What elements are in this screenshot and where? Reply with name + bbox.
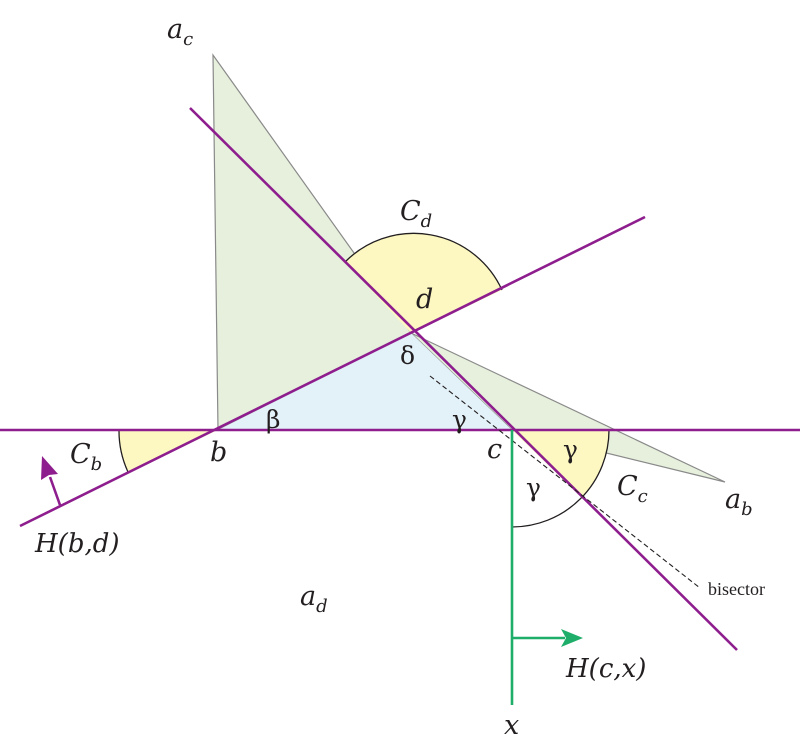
arc-C_c bbox=[511, 429, 610, 528]
label-a_b: ab bbox=[725, 484, 753, 520]
label-b: b bbox=[210, 437, 227, 468]
arc-C_b bbox=[118, 429, 129, 473]
arrow-H_bd-head bbox=[41, 456, 58, 480]
arrow-H_bd-shaft bbox=[48, 476, 62, 506]
label-c: c bbox=[487, 434, 502, 465]
label-gamma-right: γ bbox=[563, 435, 578, 464]
label-x: x bbox=[504, 710, 519, 741]
sector-C_c bbox=[512, 430, 610, 498]
label-gamma-bottom: γ bbox=[526, 473, 541, 502]
arc-C_d bbox=[344, 232, 503, 291]
bisector-line bbox=[429, 375, 701, 589]
label-C_c: Cc bbox=[617, 471, 648, 507]
label-bisector: bisector bbox=[708, 579, 765, 599]
label-a_c: ac bbox=[167, 14, 193, 50]
label-C_b: Cb bbox=[70, 439, 102, 475]
label-H_cx: H(c,x) bbox=[565, 654, 646, 684]
triangle-b-c-d bbox=[218, 333, 512, 430]
arrow-H_cx-head bbox=[561, 629, 583, 647]
label-gamma-top: γ bbox=[452, 405, 467, 434]
label-C_d: Cd bbox=[400, 196, 432, 232]
label-beta: β bbox=[266, 405, 280, 434]
line-bd bbox=[19, 215, 646, 528]
label-H_bd: H(b,d) bbox=[34, 529, 120, 559]
label-a_d: ad bbox=[300, 581, 328, 617]
line-dc bbox=[189, 107, 738, 651]
label-delta: δ bbox=[400, 341, 415, 370]
label-d: d bbox=[416, 284, 433, 315]
